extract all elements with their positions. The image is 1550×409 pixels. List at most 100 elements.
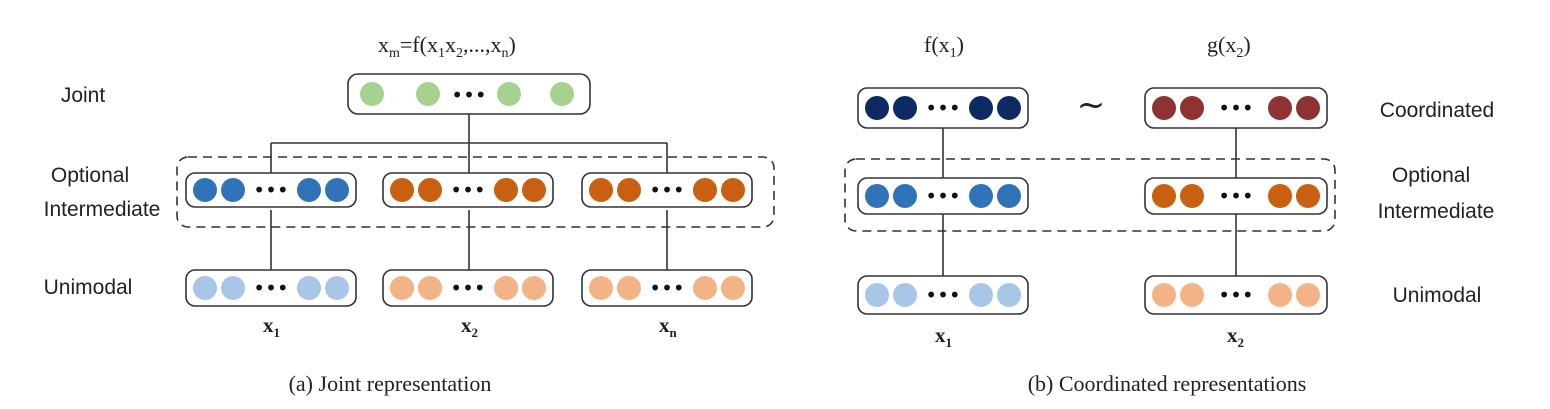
input-x1-a: x1 [263, 313, 280, 340]
ellipsis: ••• [450, 178, 485, 202]
vector-node [1268, 184, 1292, 208]
node-joint [416, 82, 440, 106]
input-x1-b: x1 [935, 323, 952, 350]
label-optional-b: Optional [1392, 164, 1470, 187]
vector-node [893, 184, 917, 208]
vector-node [721, 178, 745, 202]
vector-node [1152, 184, 1176, 208]
caption-b: (b) Coordinated representations [1028, 371, 1307, 396]
vector-node [494, 276, 518, 300]
ellipsis: ••• [253, 178, 288, 202]
vector-node [997, 184, 1021, 208]
vector-node [1268, 283, 1292, 307]
panel-coordinated: f(x1) g(x2) Coordinated Optional Interme… [844, 32, 1495, 396]
intermediate-vector-f: ••• [857, 177, 1029, 215]
ellipsis: ••• [649, 276, 684, 300]
label-intermediate-a: Intermediate [44, 198, 161, 221]
ellipsis: ••• [253, 276, 288, 300]
vector-node [969, 283, 993, 307]
vector-node [1268, 96, 1292, 120]
input-x2-b: x2 [1227, 323, 1244, 350]
vector-node [1180, 184, 1204, 208]
vector-node [221, 178, 245, 202]
vector-node [297, 178, 321, 202]
vector-node [1296, 184, 1320, 208]
vector-node [325, 178, 349, 202]
label-joint: Joint [61, 84, 106, 107]
vector-node [997, 283, 1021, 307]
vector-node [418, 276, 442, 300]
input-xn-a: xn [659, 313, 678, 340]
joint-formula: xm=f(x1x2,...,xn) [378, 32, 516, 61]
vector-node [221, 276, 245, 300]
label-optional-a: Optional [51, 164, 129, 187]
unimodal-vector-f: ••• [857, 275, 1029, 315]
g-label: g(x2) [1207, 32, 1251, 61]
vector-node [297, 276, 321, 300]
intermediate-vector-g: ••• [1144, 177, 1328, 215]
node-joint [360, 82, 384, 106]
vector-node [1152, 96, 1176, 120]
vector-node [494, 178, 518, 202]
vector-node [1180, 96, 1204, 120]
f-label: f(x1) [924, 32, 964, 61]
intermediate-vector-1: ••• [185, 172, 357, 208]
panel-joint: xm=f(x1x2,...,xn) Joint Optional Interme… [44, 32, 775, 396]
vector-node [893, 283, 917, 307]
vector-node [522, 178, 546, 202]
vector-node [721, 276, 745, 300]
ellipsis: ••• [925, 96, 960, 120]
vector-node [997, 96, 1021, 120]
vector-node [865, 96, 889, 120]
intermediate-vector-2: ••• [382, 172, 554, 208]
vector-node [693, 276, 717, 300]
vector-node [325, 276, 349, 300]
ellipsis: ••• [1218, 184, 1253, 208]
unimodal-vector-1: ••• [185, 269, 357, 307]
vector-node [617, 178, 641, 202]
vector-node [418, 178, 442, 202]
node-joint [550, 82, 574, 106]
coordinated-vector-g: ••• [1144, 87, 1328, 129]
vector-node [522, 276, 546, 300]
vector-node [969, 96, 993, 120]
caption-a: (a) Joint representation [289, 371, 492, 396]
vector-node [1180, 283, 1204, 307]
ellipsis: ••• [1218, 96, 1253, 120]
vector-node [969, 184, 993, 208]
vector-node [589, 276, 613, 300]
label-intermediate-b: Intermediate [1378, 200, 1495, 223]
vector-node [1152, 283, 1176, 307]
ellipsis: ••• [450, 276, 485, 300]
node-joint [497, 82, 521, 106]
ellipsis: ••• [649, 178, 684, 202]
optional-region-joint [176, 156, 775, 228]
vector-node [193, 178, 217, 202]
vector-node [617, 276, 641, 300]
similarity-tilde: ~ [1077, 85, 1106, 125]
vector-node [865, 184, 889, 208]
unimodal-vector-g: ••• [1144, 275, 1328, 315]
ellipsis: ••• [925, 283, 960, 307]
ellipsis: ••• [925, 184, 960, 208]
vector-node [1296, 283, 1320, 307]
vector-node [865, 283, 889, 307]
label-unimodal-a: Unimodal [44, 276, 133, 299]
ellipsis: ••• [451, 83, 486, 107]
coordinated-vector-f: ••• [857, 87, 1029, 129]
vector-node [390, 178, 414, 202]
unimodal-vector-n: ••• [581, 269, 753, 307]
ellipsis: ••• [1218, 283, 1253, 307]
vector-node [693, 178, 717, 202]
input-x2-a: x2 [461, 313, 478, 340]
joint-vector: ••• [347, 73, 591, 115]
vector-node [390, 276, 414, 300]
label-unimodal-b: Unimodal [1393, 284, 1482, 307]
intermediate-vector-n: ••• [581, 172, 753, 208]
vector-node [589, 178, 613, 202]
vector-node [1296, 96, 1320, 120]
label-coordinated: Coordinated [1380, 99, 1494, 122]
vector-node [893, 96, 917, 120]
unimodal-vector-2: ••• [382, 269, 554, 307]
